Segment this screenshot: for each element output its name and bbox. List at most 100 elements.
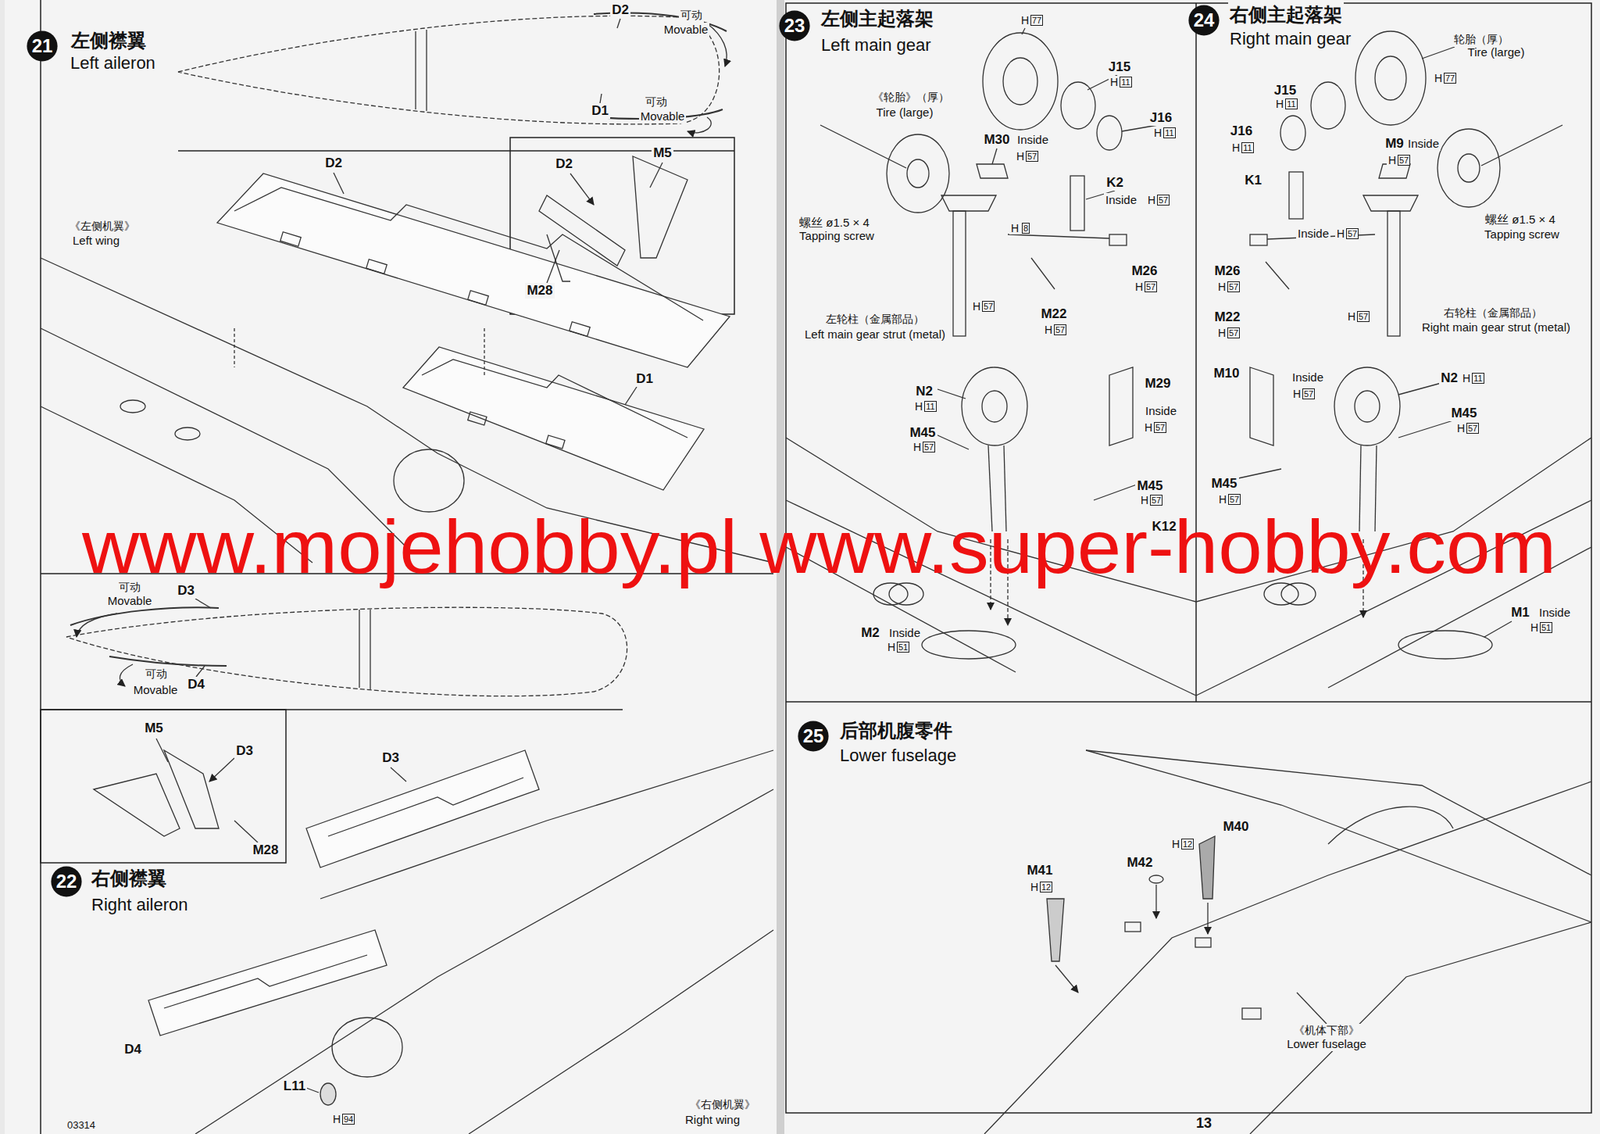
paint-marker: H [1108, 75, 1120, 89]
part-label: M28 [250, 842, 280, 858]
part-label: M2 [859, 625, 882, 641]
note-text: 《左侧机翼》 [67, 219, 137, 234]
note-text: Inside [887, 625, 922, 640]
page-code: 03314 [65, 1119, 97, 1132]
paint-marker: H [1346, 310, 1358, 323]
step-title: 右侧主起落架 [1228, 2, 1344, 28]
paint-marker: H [1335, 227, 1347, 240]
note-text: Movable [662, 22, 711, 36]
step-circle: 22 [50, 865, 83, 897]
note-text: Movable [132, 682, 180, 697]
note-text: Movable [106, 593, 154, 608]
part-label: M10 [1211, 365, 1241, 382]
paint-code: 57 [1346, 228, 1359, 240]
part-label: J16 [1148, 110, 1174, 126]
paint-code: 57 [1153, 421, 1167, 433]
part-label: J16 [1228, 123, 1254, 140]
paint-code: 57 [922, 441, 936, 453]
part-label: N2 [914, 383, 935, 400]
note-text: Inside [1290, 370, 1325, 384]
part-label: D3 [380, 750, 401, 766]
step-title: 右侧襟翼 [89, 865, 168, 891]
note-text: Inside [1103, 192, 1139, 207]
note-text: Inside [1537, 605, 1572, 619]
step-number: 22 [56, 870, 78, 893]
note-text: Movable [639, 109, 687, 123]
part-label: L11 [282, 1078, 308, 1094]
paint-marker: H [1432, 71, 1444, 85]
paint-code: 11 [1119, 76, 1132, 88]
paint-code: 57 [1397, 154, 1411, 166]
note-text: 右轮柱（金属部品） [1442, 306, 1544, 321]
paint-code: 11 [1471, 372, 1484, 384]
paint-marker: H [1455, 421, 1467, 435]
paint-code: 8 [1021, 222, 1030, 234]
part-label: N2 [1439, 370, 1460, 386]
step-number: 24 [1193, 9, 1215, 32]
part-label: M45 [1209, 475, 1239, 492]
paint-marker: H [1142, 421, 1154, 434]
note-text: 《轮胎》（厚） [871, 90, 951, 105]
step-circle: 24 [1188, 4, 1220, 36]
step-circle: 23 [778, 10, 811, 42]
paint-marker: H [971, 300, 983, 313]
note-text: Left main gear strut (metal) [803, 327, 947, 341]
note-text: Tire (large) [875, 105, 936, 119]
part-label: J15 [1107, 59, 1133, 75]
part-label: D4 [185, 676, 207, 693]
step-title: Lower fuselage [838, 745, 958, 765]
note-text: Tapping screw [1482, 227, 1561, 241]
paint-marker: H [1042, 323, 1054, 336]
part-label: M42 [1125, 854, 1154, 871]
paint-code: 57 [1466, 422, 1479, 434]
step-title: 后部机腹零件 [838, 717, 954, 743]
step-number: 21 [32, 35, 54, 58]
paint-marker: H [913, 400, 925, 413]
part-label: D1 [634, 371, 655, 387]
paint-marker: H [911, 440, 923, 454]
part-label: D1 [589, 103, 611, 119]
paint-marker: H [1528, 621, 1540, 634]
note-text: Inside [1296, 226, 1331, 240]
paint-marker: H [1291, 387, 1303, 400]
paint-code: 57 [1025, 150, 1039, 162]
note-text: Inside [1143, 403, 1179, 418]
part-label: M1 [1509, 604, 1532, 621]
note-text: 轮胎（厚） [1452, 32, 1511, 47]
part-label: J15 [1272, 82, 1298, 99]
paint-marker: H [1139, 493, 1150, 507]
note-text: Inside [1406, 136, 1441, 150]
paint-marker: H [1217, 492, 1229, 506]
paint-marker: H [1014, 150, 1026, 163]
paint-marker: H [1146, 193, 1158, 207]
paint-marker: H [1230, 141, 1242, 154]
paint-code: 57 [1227, 281, 1240, 293]
paint-code: 11 [1241, 142, 1254, 154]
part-label: M28 [525, 282, 554, 299]
part-label: D3 [234, 742, 255, 759]
note-text: 可动 [643, 95, 669, 110]
note-text: Left wing [71, 233, 122, 247]
step-title: Left aileron [68, 53, 158, 73]
paint-code: 57 [1053, 324, 1067, 336]
paint-marker: H [1216, 280, 1228, 293]
part-label: M22 [1039, 306, 1068, 322]
part-label: M45 [1449, 405, 1479, 422]
part-label: M45 [1135, 478, 1165, 494]
paint-marker: H [885, 640, 897, 654]
watermark: www.mojehobby.pl www.super-hobby.com [82, 503, 1557, 590]
note-text: Lower fuselage [1285, 1036, 1368, 1050]
note-text: Inside [1015, 132, 1050, 147]
part-label: K2 [1104, 175, 1125, 191]
part-label: M30 [982, 132, 1011, 148]
note-text: Right main gear strut (metal) [1420, 320, 1572, 334]
paint-code: 77 [1030, 14, 1043, 26]
paint-marker: H [1152, 126, 1164, 140]
step-title: 左侧襟翼 [69, 28, 148, 54]
step-title: Left main gear [819, 35, 933, 55]
step-circle: 25 [797, 720, 829, 752]
part-label: M45 [907, 425, 937, 441]
step-title: Right aileron [89, 894, 190, 915]
paint-code: 57 [1144, 281, 1158, 293]
part-label: M29 [1142, 375, 1172, 392]
